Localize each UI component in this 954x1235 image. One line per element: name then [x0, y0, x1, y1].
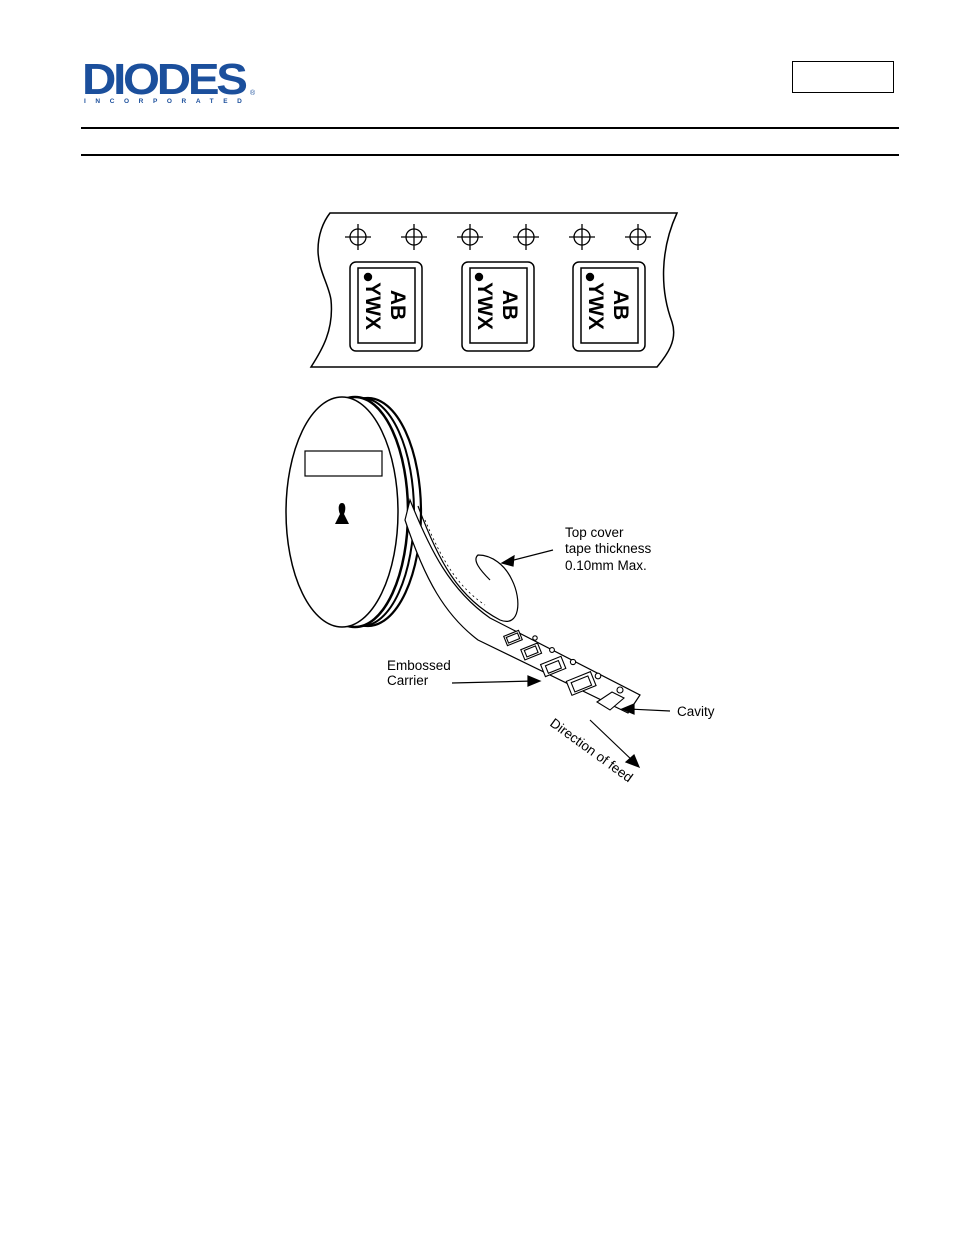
embossed-label-line1: Embossed	[387, 658, 451, 673]
marking-line1: AB	[386, 290, 409, 320]
pocket: AB YWX	[462, 262, 534, 351]
marking-line2: YWX	[361, 282, 384, 330]
reel-label-area	[305, 451, 382, 476]
tape-strip-diagram: AB YWX AB YWX AB YWX	[311, 213, 677, 367]
embossed-label-line2: Carrier	[387, 673, 429, 688]
pin1-dot	[475, 273, 483, 281]
pin1-dot	[364, 273, 372, 281]
marking-line1: AB	[498, 290, 521, 320]
reel-diagram: Top cover tape thickness 0.10mm Max. Emb…	[286, 397, 715, 785]
top-cover-label-line2: tape thickness	[565, 541, 652, 556]
pocket: AB YWX	[350, 262, 422, 351]
pin1-dot	[586, 273, 594, 281]
marking-line1: AB	[609, 290, 632, 320]
marking-line2: YWX	[473, 282, 496, 330]
cavity-label: Cavity	[677, 704, 715, 719]
top-cover-label-line3: 0.10mm Max.	[565, 558, 647, 573]
top-cover-label-line1: Top cover	[565, 525, 624, 540]
marking-line2: YWX	[584, 282, 607, 330]
pocket: AB YWX	[573, 262, 645, 351]
